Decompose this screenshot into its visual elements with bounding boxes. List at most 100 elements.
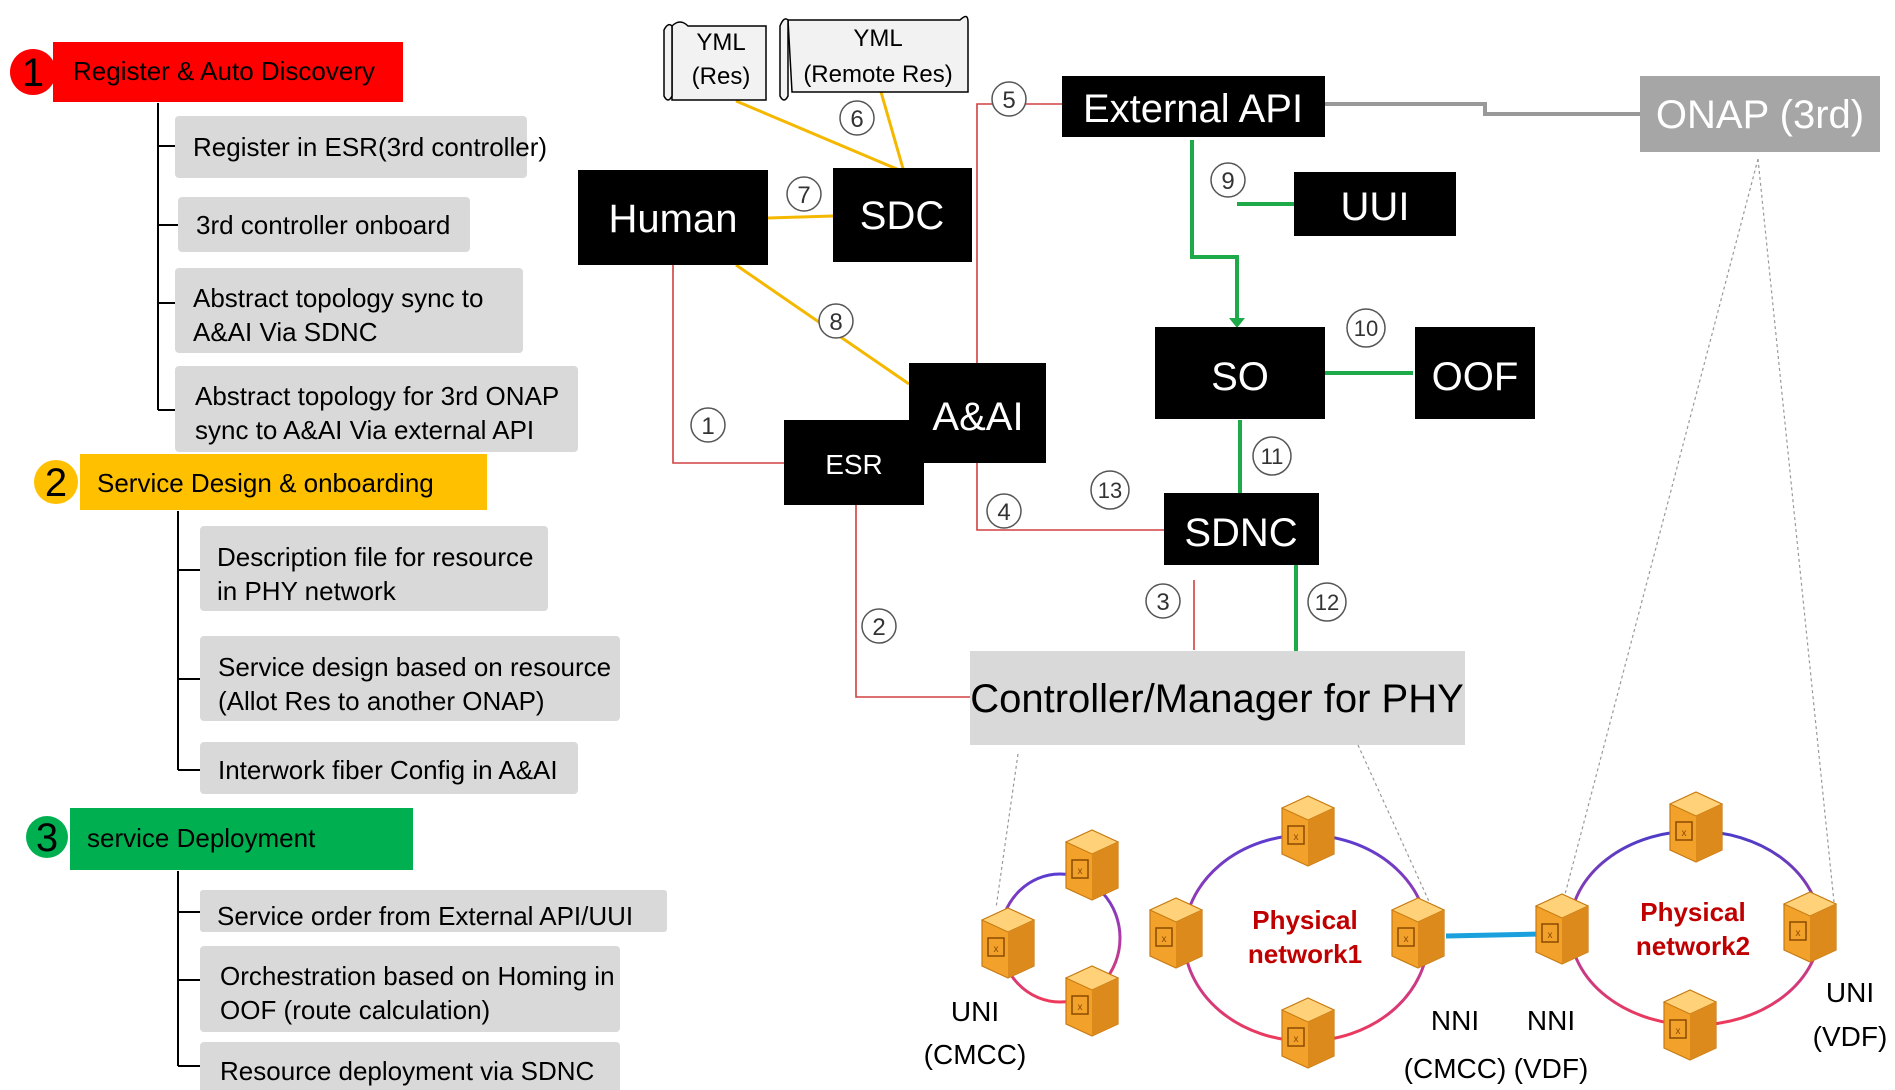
aai-label: A&AI	[932, 395, 1023, 439]
nni-cmcc-label: (CMCC)	[1404, 1053, 1507, 1084]
step-8-label: 8	[829, 309, 842, 336]
nni-vdf-label: (VDF)	[1514, 1053, 1589, 1084]
list-item-text: Register in ESR(3rd controller)	[193, 132, 547, 162]
nni-vdf-label: NNI	[1527, 1005, 1575, 1036]
yml-remote-res-scroll: YML (Remote Res)	[779, 15, 969, 101]
switch-icon	[1391, 897, 1445, 969]
step-1-marker: 1	[690, 407, 726, 443]
sdc-box	[833, 168, 972, 262]
step-6-marker: 6	[839, 100, 875, 136]
interwork-fiber-link	[1445, 931, 1541, 939]
step-11-marker: 11	[1252, 436, 1292, 476]
network1-label: network1	[1248, 939, 1362, 969]
list-item-text: sync to A&AI Via external API	[195, 415, 534, 445]
step-4-label: 4	[997, 499, 1010, 526]
list-item-text: Orchestration based on Homing in	[220, 961, 615, 991]
network2-label: network2	[1636, 931, 1750, 961]
dotted-connectors	[995, 158, 1835, 909]
nni-cmcc-label: NNI	[1431, 1005, 1479, 1036]
yml-res-label: (Res)	[692, 63, 751, 90]
oof-label: OOF	[1432, 355, 1519, 399]
list-item-text: Service design based on resource	[218, 652, 611, 682]
list-item-text: OOF (route calculation)	[220, 995, 490, 1025]
section-1-badge	[10, 49, 56, 95]
list-item	[200, 890, 667, 932]
step-10-label: 10	[1354, 316, 1378, 341]
uni-cmcc-label: (CMCC)	[924, 1039, 1027, 1070]
physical-network-2: Physical network2	[1535, 791, 1837, 1061]
list-item	[200, 742, 578, 794]
onap-3rd-box	[1640, 76, 1880, 152]
controller-label: Controller/Manager for PHY	[970, 677, 1464, 721]
section-1-tree-lines	[157, 103, 178, 411]
list-item-text: Service order from External API/UUI	[217, 901, 633, 931]
section-2-number: 2	[45, 461, 67, 505]
section-3-header	[70, 808, 413, 870]
step-12-marker: 12	[1307, 582, 1347, 622]
list-item	[200, 526, 548, 611]
switch-icon	[1663, 989, 1717, 1061]
extapi-onap-link	[1325, 102, 1640, 116]
step-12-label: 12	[1315, 590, 1339, 615]
sdc-label: SDC	[860, 194, 944, 238]
section-1: 1 Register & Auto Discovery Register in …	[10, 42, 578, 452]
step-1-label: 1	[701, 413, 714, 440]
switch-icon	[1149, 897, 1203, 969]
switch-icon	[1281, 997, 1335, 1069]
human-box	[578, 170, 768, 265]
step-5-label: 5	[1002, 87, 1015, 114]
switch-icon	[1065, 829, 1119, 901]
section-2-title: Service Design & onboarding	[97, 468, 434, 498]
physical-network-1: Physical network1	[981, 795, 1445, 1069]
step-13-label: 13	[1098, 478, 1122, 503]
uni-vdf-label: UNI	[1826, 977, 1874, 1008]
list-item-text: Resource deployment via SDNC	[220, 1056, 594, 1086]
step-3-marker: 3	[1145, 583, 1181, 619]
step-2-label: 2	[872, 614, 885, 641]
switch-icon	[1535, 893, 1589, 965]
section-2-header	[80, 454, 487, 510]
external-api-box	[1062, 76, 1325, 137]
switch-icon	[1669, 791, 1723, 863]
human-label: Human	[609, 197, 738, 241]
switch-icon	[1783, 891, 1837, 963]
list-item	[175, 268, 523, 353]
step-5-marker: 5	[991, 81, 1027, 117]
external-api-label: External API	[1083, 87, 1303, 131]
list-item-text: Description file for resource	[217, 542, 533, 572]
uui-label: UUI	[1341, 185, 1410, 229]
yml-res-label: YML	[696, 29, 745, 56]
switch-icon	[1281, 795, 1335, 867]
so-box	[1155, 327, 1325, 419]
section-3: 3 service Deployment Service order from …	[26, 808, 667, 1090]
step-7-label: 7	[797, 182, 810, 209]
network1-label: Physical	[1252, 905, 1358, 935]
sdnc-box	[1164, 493, 1319, 565]
switch-icon	[1065, 965, 1119, 1037]
section-3-title: service Deployment	[87, 823, 316, 853]
uui-box	[1294, 172, 1456, 236]
aai-box	[909, 363, 1046, 463]
step-markers: 1 2 3 4 5 6 7 8	[690, 81, 1386, 644]
section-1-title: Register & Auto Discovery	[73, 56, 375, 86]
controller-box	[970, 651, 1465, 745]
list-item-text: (Allot Res to another ONAP)	[218, 686, 545, 716]
list-item-text: Abstract topology sync to	[193, 283, 483, 313]
section-3-tree-lines	[177, 871, 200, 1067]
section-2-badge	[34, 460, 78, 504]
network2-label: Physical	[1640, 897, 1746, 927]
list-item-text: 3rd controller onboard	[196, 210, 450, 240]
esr-box	[784, 420, 924, 505]
step-4-marker: 4	[986, 493, 1022, 529]
step-2-marker: 2	[861, 608, 897, 644]
list-item-text: A&AI Via SDNC	[193, 317, 377, 347]
yml-res-scroll: YML (Res)	[663, 21, 767, 101]
section-1-number: 1	[22, 51, 44, 95]
section-3-number: 3	[36, 816, 58, 860]
section-3-badge	[26, 816, 68, 858]
step-11-label: 11	[1261, 444, 1284, 469]
list-item-text: in PHY network	[217, 576, 397, 606]
endpoint-labels: UNI (CMCC) NNI (CMCC) NNI (VDF) UNI (VDF…	[924, 977, 1888, 1084]
